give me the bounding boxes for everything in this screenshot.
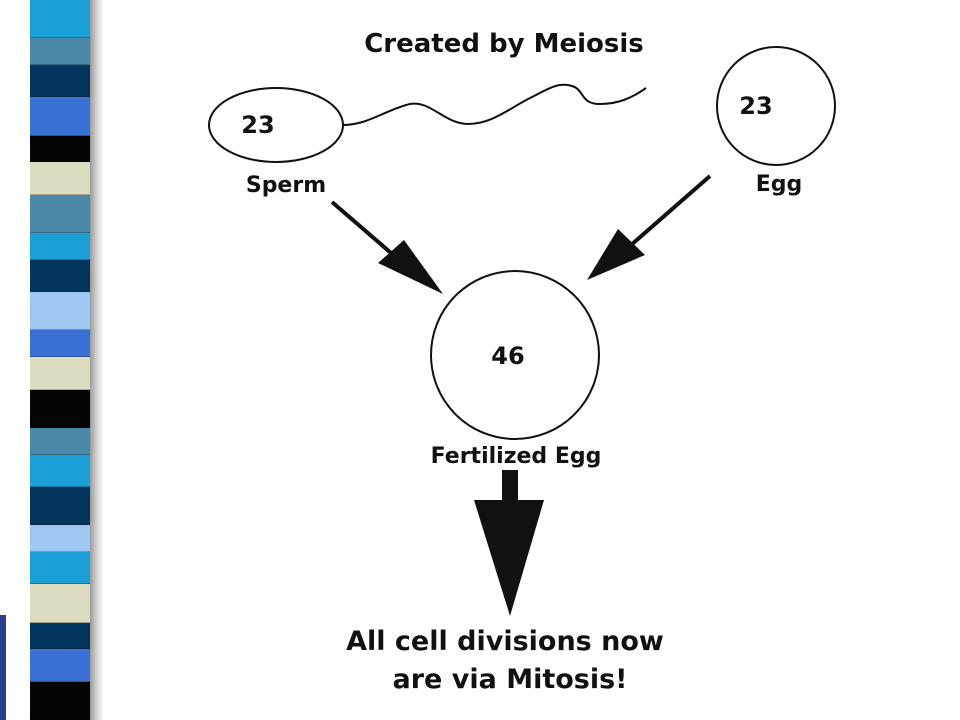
- stripe-segment: [30, 135, 92, 163]
- stripe-segment: [30, 0, 92, 39]
- egg-label: Egg: [756, 172, 803, 197]
- fertilized-egg-cell: 46 Fertilized Egg: [430, 270, 602, 469]
- decorative-stripe-bar: [30, 0, 92, 720]
- arrowhead: [378, 240, 443, 294]
- stripe-segment: [30, 194, 92, 233]
- stripe-segment: [30, 97, 92, 136]
- stripe-segment: [30, 233, 92, 260]
- fertilized-egg-circle: [430, 270, 600, 440]
- arrowhead: [587, 229, 645, 280]
- stripe-segment: [30, 292, 92, 331]
- stripe-segment: [30, 64, 92, 98]
- stripe-bar-shadow: [90, 0, 104, 720]
- stripe-segment: [30, 162, 92, 195]
- stripe-segment: [30, 357, 92, 390]
- sperm-chromosome-count: 23: [241, 111, 274, 139]
- stripe-segment: [30, 259, 92, 293]
- diagram-title: Created by Meiosis: [364, 29, 644, 59]
- sperm-cell: 23 Sperm: [208, 83, 647, 198]
- stripe-segment: [30, 551, 92, 585]
- egg-chromosome-count: 23: [739, 92, 772, 120]
- egg-circle: [716, 46, 836, 166]
- sperm-head: [208, 87, 344, 163]
- stripe-segment: [30, 454, 92, 488]
- fertilized-egg-label: Fertilized Egg: [431, 444, 602, 469]
- fertilized-egg-chromosome-count: 46: [491, 342, 524, 370]
- stripe-segment: [30, 649, 92, 682]
- sperm-tail: [342, 83, 647, 126]
- arrowhead: [474, 500, 544, 616]
- stripe-segment: [30, 487, 92, 526]
- stripe-segment: [30, 38, 92, 65]
- sperm-label: Sperm: [246, 173, 326, 198]
- egg-cell: 23 Egg: [716, 46, 836, 197]
- left-edge-accent: [0, 615, 6, 720]
- stripe-segment: [30, 525, 92, 552]
- sperm-to-zygote-arrow: [330, 200, 443, 294]
- egg-to-zygote-arrow: [587, 174, 712, 280]
- stripe-segment: [30, 427, 92, 455]
- stripe-segment: [30, 584, 92, 623]
- zygote-to-mitosis-arrow: [474, 470, 544, 616]
- conclusion-line-2: are via Mitosis!: [392, 664, 627, 695]
- stripe-segment: [30, 330, 92, 358]
- conclusion-line-1: All cell divisions now: [346, 626, 664, 657]
- stripe-segment: [30, 622, 92, 650]
- stripe-segment: [30, 389, 92, 428]
